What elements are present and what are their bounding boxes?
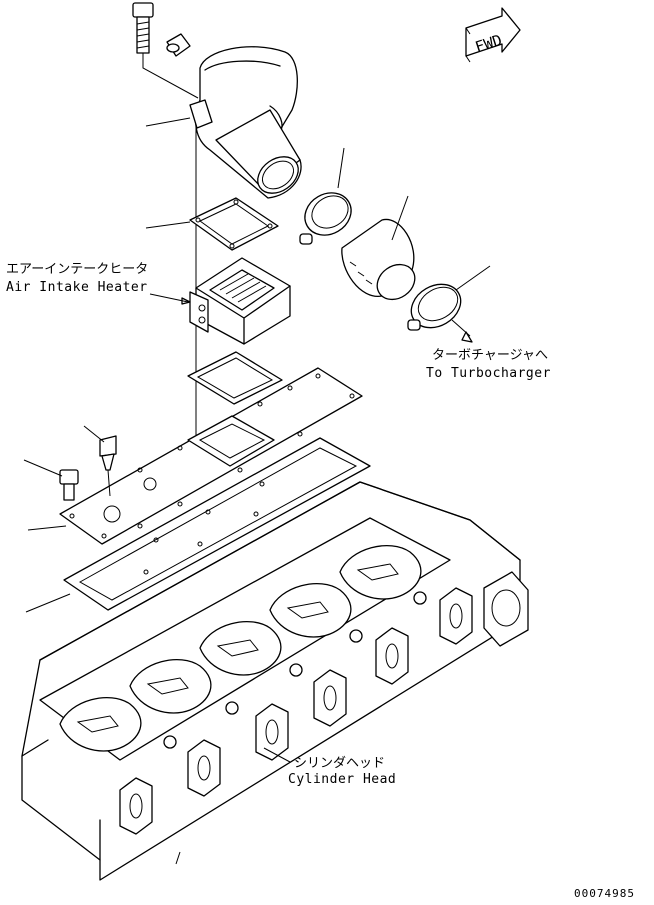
bolt-top (132, 2, 154, 54)
rubber-hose (341, 218, 416, 301)
gasket-lower (187, 351, 283, 405)
bolt-left (59, 469, 79, 501)
hose-clamp-1 (299, 192, 352, 245)
small-plug (99, 435, 117, 471)
intake-elbow (189, 46, 302, 199)
air-intake-heater-label-jp: エアーインテークヒータ (6, 262, 149, 277)
cylinder-head-label-jp: シリンダヘッド (294, 756, 386, 771)
manifold-cover (59, 367, 363, 545)
air-intake-heater (189, 257, 291, 345)
air-intake-heater-label-en: Air Intake Heater (6, 280, 148, 295)
cylinder-head (21, 481, 529, 881)
cylinder-head-label-en: Cylinder Head (288, 772, 397, 787)
hose-clamp-2 (407, 283, 462, 331)
turbocharger-label-jp: ターボチャージャへ (432, 348, 548, 363)
fwd-arrow-icon: FWD (465, 7, 521, 63)
manifold-gasket (63, 437, 371, 611)
gasket-upper (189, 197, 279, 251)
plug (166, 33, 191, 57)
turbocharger-label-en: To Turbocharger (426, 366, 551, 381)
drawing-number: 00074985 (574, 887, 635, 900)
